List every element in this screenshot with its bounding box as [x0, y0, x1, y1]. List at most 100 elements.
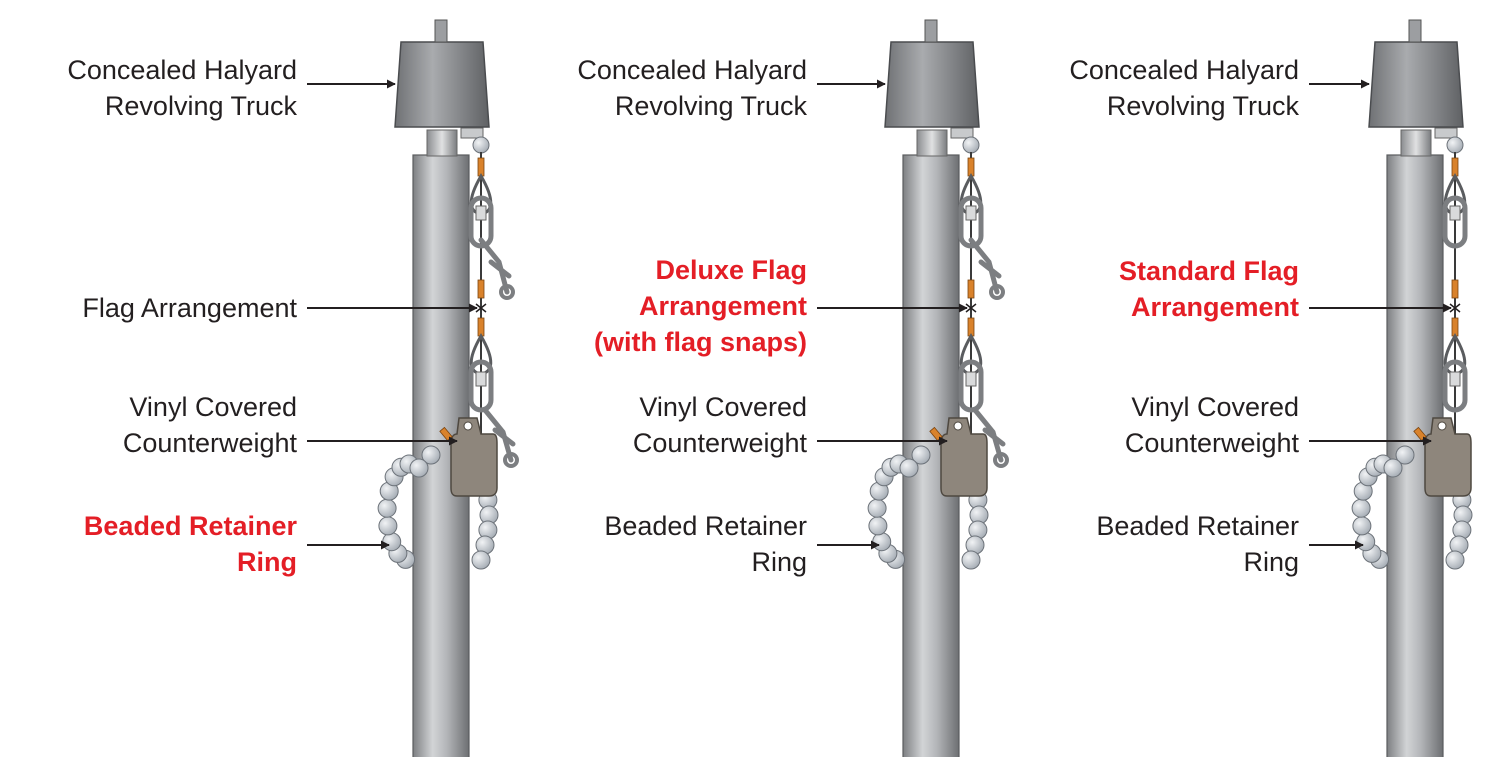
- quick-link: [958, 359, 984, 413]
- snap-eye: [503, 452, 519, 468]
- retainer-label-line: Beaded Retainer: [604, 511, 807, 541]
- halyard-bead: [1446, 136, 1464, 154]
- truck-label-line: Revolving Truck: [614, 91, 807, 121]
- truck-label-line: Concealed Halyard: [577, 55, 807, 85]
- quick-link: [468, 195, 494, 249]
- halyard-sheave: [460, 127, 484, 139]
- retainer-label-line: Beaded Retainer: [83, 511, 297, 541]
- halyard-bead: [472, 136, 490, 154]
- quick-link-nut: [1449, 371, 1461, 387]
- retainer-label-line: Ring: [237, 547, 297, 577]
- vinyl-counterweight: [1424, 417, 1472, 497]
- retainer-bead: [1395, 445, 1415, 465]
- retainer-bead: [1383, 458, 1403, 478]
- retainer-bead: [868, 516, 888, 536]
- quick-link-nut: [965, 371, 977, 387]
- counterweight-label-line: Counterweight: [1124, 428, 1299, 458]
- retainer-bead: [382, 532, 402, 552]
- quick-link: [1442, 195, 1468, 249]
- truck-collar: [1400, 129, 1432, 157]
- quick-link-nut: [965, 205, 977, 221]
- arrangement-label-line: Arrangement: [638, 291, 807, 321]
- retainer-bead: [471, 550, 491, 570]
- flag-snap: [968, 237, 1002, 295]
- splice-sleeve: [967, 279, 975, 299]
- retainer-bead: [899, 458, 919, 478]
- halyard-bead: [962, 136, 980, 154]
- truck-collar: [916, 129, 948, 157]
- arrangement-label-line: Flag Arrangement: [82, 293, 297, 323]
- splice-sleeve: [477, 279, 485, 299]
- quick-link-nut: [475, 205, 487, 221]
- retainer-bead: [409, 458, 429, 478]
- truck-spindle: [1408, 19, 1422, 43]
- retainer-label-line: Ring: [751, 547, 807, 577]
- arrangement-label-line: Standard Flag: [1118, 256, 1299, 286]
- counterweight-label-line: Vinyl Covered: [129, 392, 297, 422]
- counterweight-eye: [1437, 421, 1447, 431]
- retainer-bead: [867, 498, 887, 518]
- quick-link: [958, 195, 984, 249]
- counterweight-label-line: Counterweight: [122, 428, 297, 458]
- retainer-label-line: Ring: [1243, 547, 1299, 577]
- retainer-bead: [911, 445, 931, 465]
- quick-link-nut: [1449, 205, 1461, 221]
- arrangement-label-line: Deluxe Flag: [655, 255, 807, 285]
- retainer-bead: [377, 498, 397, 518]
- counterweight-label-line: Vinyl Covered: [1131, 392, 1299, 422]
- flag-snap: [972, 407, 1006, 463]
- truck-spindle: [434, 19, 448, 43]
- arrangement-label-line: (with flag snaps): [593, 327, 807, 357]
- counterweight-label-line: Vinyl Covered: [639, 392, 807, 422]
- snap-eye: [499, 284, 515, 300]
- retainer-label-line: Beaded Retainer: [1096, 511, 1299, 541]
- halyard-sheave: [1434, 127, 1458, 139]
- truck-label-line: Revolving Truck: [104, 91, 297, 121]
- truck-label-line: Revolving Truck: [1106, 91, 1299, 121]
- truck-collar: [426, 129, 458, 157]
- arrangement-label-line: Arrangement: [1130, 292, 1299, 322]
- retainer-bead: [961, 550, 981, 570]
- retainer-bead: [872, 532, 892, 552]
- panel-standard: [1309, 19, 1473, 762]
- quick-link: [468, 359, 494, 413]
- quick-link: [1442, 359, 1468, 413]
- revolving-truck: [394, 41, 490, 128]
- arrangement-label: Flag Arrangement: [82, 290, 297, 326]
- splice-sleeve: [1451, 279, 1459, 299]
- retainer-bead: [421, 445, 441, 465]
- retainer-bead: [1356, 532, 1376, 552]
- snap-eye: [989, 284, 1005, 300]
- halyard-sheave: [950, 127, 974, 139]
- vinyl-counterweight: [940, 417, 988, 497]
- quick-link-nut: [475, 371, 487, 387]
- vinyl-counterweight: [450, 417, 498, 497]
- counterweight-eye: [953, 421, 963, 431]
- revolving-truck: [1368, 41, 1464, 128]
- retainer-bead: [1351, 498, 1371, 518]
- panel-deluxe: [817, 19, 1009, 762]
- retainer-bead: [1445, 550, 1465, 570]
- retainer-bead: [378, 516, 398, 536]
- flag-snap: [482, 407, 516, 463]
- counterweight-label-line: Counterweight: [632, 428, 807, 458]
- flag-snap: [478, 237, 512, 295]
- panel-flag-arrangement: [307, 19, 519, 762]
- truck-label-line: Concealed Halyard: [1069, 55, 1299, 85]
- truck-spindle: [924, 19, 938, 43]
- snap-eye: [993, 452, 1009, 468]
- counterweight-eye: [463, 421, 473, 431]
